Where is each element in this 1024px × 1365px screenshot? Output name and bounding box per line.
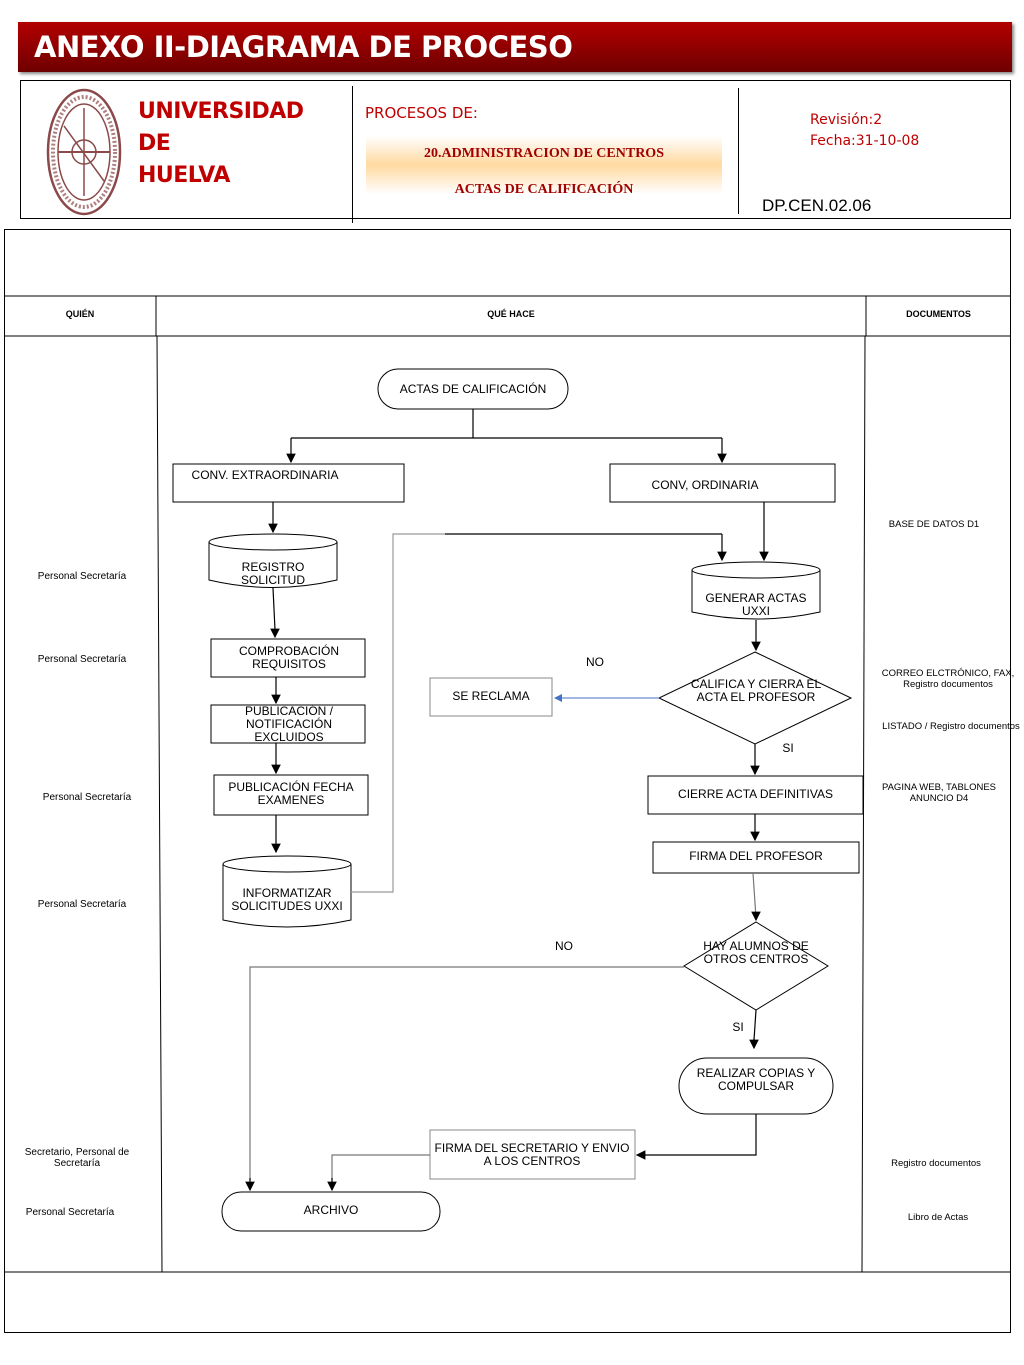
document-item: Registro documentos xyxy=(891,1158,981,1169)
university-seal-icon xyxy=(46,88,122,216)
reclama-box xyxy=(429,677,553,717)
no-label: NO xyxy=(586,655,604,669)
banner-title: ANEXO II-DIAGRAMA DE PROCESO xyxy=(34,30,573,64)
diagram-frame xyxy=(4,229,1011,1333)
who-item: Personal Secretaría xyxy=(37,571,127,582)
who-item: Secretario, Personal de Secretaría xyxy=(24,1147,130,1169)
who-item: Personal Secretaría xyxy=(42,792,132,803)
document-item: CORREO ELCTRÓNICO, FAX, Registro documen… xyxy=(881,668,1015,690)
document-item: PAGINA WEB, TABLONES ANUNCIO D4 xyxy=(881,782,997,804)
generar-label: GENERAR ACTAS UXXI xyxy=(705,591,807,618)
process-box: 20.ADMINISTRACION DE CENTROS ACTAS DE CA… xyxy=(366,136,722,197)
archivo-label: ARCHIVO xyxy=(303,1203,359,1217)
cierre-box xyxy=(647,775,864,815)
revision-date: Fecha:31-10-08 xyxy=(810,133,920,149)
firma-prof-label: FIRMA DEL PROFESOR xyxy=(689,849,823,863)
cierre-label: CIERRE ACTA DEFINITIVAS xyxy=(678,787,833,801)
doc-code: DP.CEN.02.06 xyxy=(762,196,872,215)
generar-db xyxy=(691,570,821,620)
conv-ord-label: CONV, ORDINARIA xyxy=(651,478,759,492)
publicacion-fecha-label: PUBLICACIÓN FECHA EXAMENES xyxy=(228,780,354,807)
document-item: BASE DE DATOS D1 xyxy=(888,519,980,530)
university-line-1: UNIVERSIDAD DE xyxy=(138,99,304,156)
conv-ord-box xyxy=(609,463,836,503)
registro-label: REGISTRO SOLICITUD xyxy=(240,560,305,587)
process-name: 20.ADMINISTRACION DE CENTROS xyxy=(424,146,664,161)
who-item: Personal Secretaría xyxy=(25,1207,115,1218)
registro-db xyxy=(208,542,338,588)
process-subname: ACTAS DE CALIFICACIÓN xyxy=(454,182,634,197)
conv-extra-label: CONV. EXTRAORDINARIA xyxy=(191,468,339,482)
conv-extra-box xyxy=(172,463,405,503)
publicacion-excl-box xyxy=(210,704,366,744)
firma-prof-box xyxy=(652,841,860,874)
header-box xyxy=(20,80,1011,219)
comprobacion-box xyxy=(210,638,366,678)
califica-label: CALIFICA Y CIERRA EL ACTA EL PROFESOR xyxy=(690,677,822,704)
hay-alumnos-label: HAY ALUMNOS DE OTROS CENTROS xyxy=(703,939,809,966)
university-line-2: HUELVA xyxy=(138,163,230,188)
column-who: QUIÉN xyxy=(65,309,95,319)
copias-label: REALIZAR COPIAS Y COMPULSAR xyxy=(696,1066,816,1093)
archivo-terminal xyxy=(221,1191,441,1232)
publicacion-fecha-box xyxy=(213,774,369,816)
document-item: Libro de Actas xyxy=(907,1212,969,1223)
revision-info: Revisión:2 Fecha:31-10-08 xyxy=(810,110,919,152)
column-docs: DOCUMENTOS xyxy=(906,309,971,319)
university-name: UNIVERSIDAD DE HUELVA xyxy=(138,96,338,192)
comprobacion-label: COMPROBACIÓN REQUISITOS xyxy=(238,644,339,671)
who-item: Personal Secretaría xyxy=(37,654,127,665)
no-label: NO xyxy=(555,939,573,953)
document-item: LISTADO / Registro documentos xyxy=(882,721,1020,732)
informatizar-db xyxy=(222,864,352,928)
header-divider xyxy=(352,86,353,223)
si-label: SI xyxy=(732,1020,744,1034)
firma-sec-label: FIRMA DEL SECRETARIO Y ENVIO A LOS CENTR… xyxy=(434,1141,630,1168)
reclama-label: SE RECLAMA xyxy=(452,689,530,703)
header-divider xyxy=(738,88,739,214)
who-item: Personal Secretaría xyxy=(37,899,127,910)
start-label: ACTAS DE CALIFICACIÓN xyxy=(399,382,547,396)
publicacion-excl-label: PUBLICACIÓN / NOTIFICACIÓN EXCLUIDOS xyxy=(244,704,334,744)
si-label: SI xyxy=(782,741,794,755)
title-banner: ANEXO II-DIAGRAMA DE PROCESO xyxy=(18,22,1012,72)
column-what: QUÉ HACE xyxy=(487,309,535,319)
processes-label: PROCESOS DE: xyxy=(365,104,478,122)
revision: Revisión:2 xyxy=(810,112,883,128)
hay-alumnos-decision xyxy=(683,921,829,1011)
informatizar-label: INFORMATIZAR SOLICITUDES UXXI xyxy=(231,886,343,913)
